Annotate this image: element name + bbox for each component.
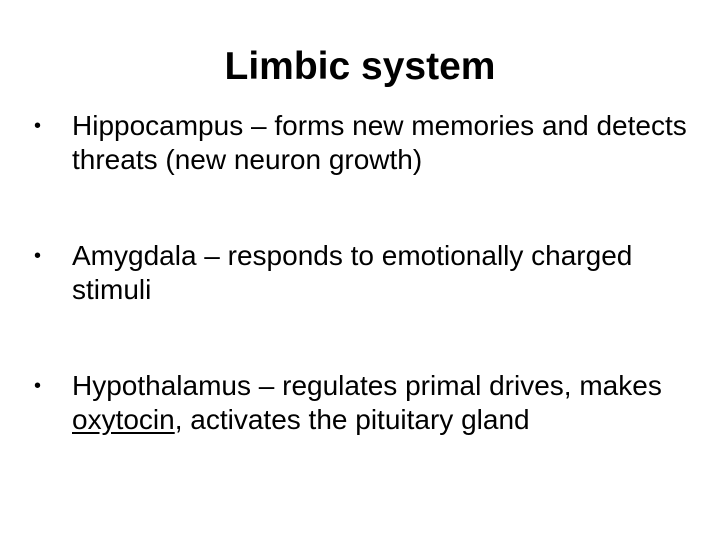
bullet-dot-icon: • [34,115,42,137]
bullet-separator: – [243,110,275,141]
bullet-description-after: , activates the pituitary gland [174,404,530,435]
bullet-hippocampus: • Hippocampus – forms new memories and d… [30,109,690,177]
bullet-amygdala: • Amygdala – responds to emotionally cha… [30,239,690,307]
bullet-description-before: regulates primal drives, makes [282,370,662,401]
bullet-description: responds to emotionally charged stimuli [72,240,633,305]
bullet-description: forms new memories and detects threats (… [72,110,687,175]
bullet-dot-icon: • [34,245,42,267]
bullet-text: Hippocampus – forms new memories and det… [72,109,690,177]
bullet-term: Hippocampus [72,110,244,141]
bullet-dot-icon: • [34,375,42,397]
bullet-hypothalamus: • Hypothalamus – regulates primal drives… [30,369,690,437]
underlined-term-oxytocin: oxytocin [72,404,175,435]
slide-title: Limbic system [224,45,496,88]
bullet-term: Hypothalamus [72,370,251,401]
bullet-text: Amygdala – responds to emotionally charg… [72,239,690,307]
bullet-text: Hypothalamus – regulates primal drives, … [72,369,690,437]
bullet-term: Amygdala [72,240,197,271]
bullet-separator: – [250,370,283,401]
bullet-separator: – [196,240,228,271]
